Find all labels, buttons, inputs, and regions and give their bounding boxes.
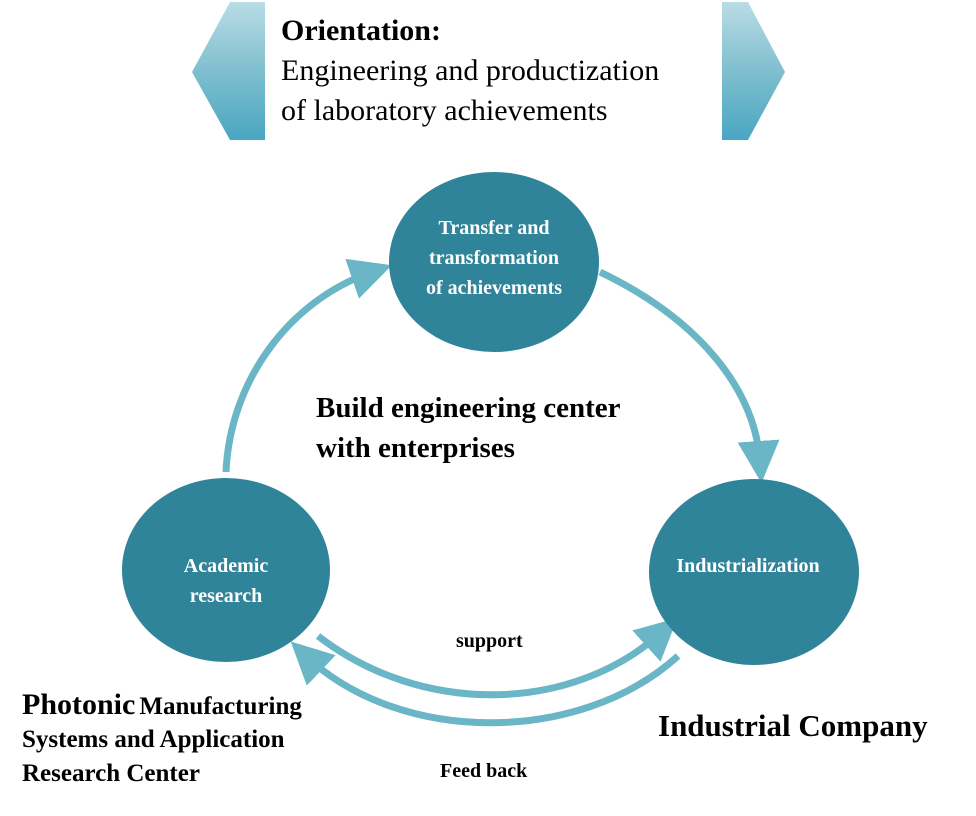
node-academic-line2: research bbox=[189, 585, 263, 607]
node-transfer-line1: Transfer and bbox=[438, 217, 550, 239]
node-industrialization-label: Industrialization bbox=[676, 555, 820, 577]
node-transfer-label: Transfer and transformation of achieveme… bbox=[394, 213, 594, 303]
arrow-transfer-to-industrialization bbox=[598, 268, 780, 483]
left-hexagon-decoration bbox=[192, 2, 265, 140]
right-org-label: Industrial Company bbox=[658, 708, 928, 744]
center-label-line2: with enterprises bbox=[316, 432, 515, 464]
left-org-manufacturing: Manufacturing bbox=[139, 693, 302, 720]
node-academic-circle bbox=[122, 478, 330, 662]
left-org-line3: Research Center bbox=[22, 760, 200, 787]
node-transfer-circle bbox=[389, 172, 599, 352]
orientation-line2: of laboratory achievements bbox=[281, 94, 608, 127]
right-hexagon-decoration bbox=[722, 2, 785, 140]
feedback-arrow bbox=[290, 641, 681, 727]
left-org-line1: Photonic Manufacturing bbox=[22, 688, 320, 722]
node-academic-line1: Academic bbox=[183, 555, 269, 577]
node-industrialization-circle bbox=[649, 479, 859, 665]
center-label-line1: Build engineering center bbox=[316, 392, 621, 424]
support-label: support bbox=[456, 630, 523, 652]
left-org-photonic: Photonic bbox=[22, 688, 136, 721]
feedback-label: Feed back bbox=[440, 760, 528, 782]
node-transfer-line2: transformation bbox=[429, 247, 559, 269]
orientation-title: Orientation: bbox=[281, 14, 441, 47]
support-arrow bbox=[315, 617, 678, 699]
node-transfer-line3: of achievements bbox=[425, 277, 563, 299]
node-academic-label: Academic research bbox=[126, 551, 326, 611]
orientation-line1: Engineering and productization bbox=[281, 54, 660, 87]
left-org-line2: Systems and Application bbox=[22, 726, 285, 753]
arrow-research-to-transfer bbox=[222, 258, 392, 473]
